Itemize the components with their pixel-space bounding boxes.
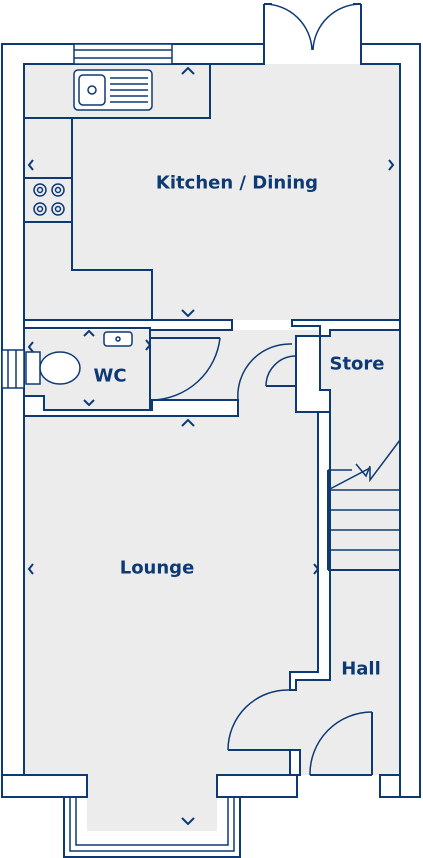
wc-window <box>1 349 25 389</box>
room-label-kitchen: Kitchen / Dining <box>155 172 319 194</box>
doors <box>150 337 373 776</box>
staircase <box>327 439 401 571</box>
hob <box>33 183 65 216</box>
french-doors <box>263 3 362 51</box>
room-label-store: Store <box>329 353 385 375</box>
room-label-hall: Hall <box>341 658 381 680</box>
dimension-arrows <box>27 66 395 826</box>
kitchen-counters <box>24 64 211 320</box>
wc-fixtures <box>25 331 133 385</box>
room-label-wc: WC <box>93 365 127 387</box>
bay-window <box>63 796 241 858</box>
top-window <box>73 43 173 65</box>
floor-area <box>24 64 400 831</box>
internal-walls <box>23 319 401 776</box>
room-label-lounge: Lounge <box>119 557 195 579</box>
kitchen-sink <box>73 69 153 111</box>
